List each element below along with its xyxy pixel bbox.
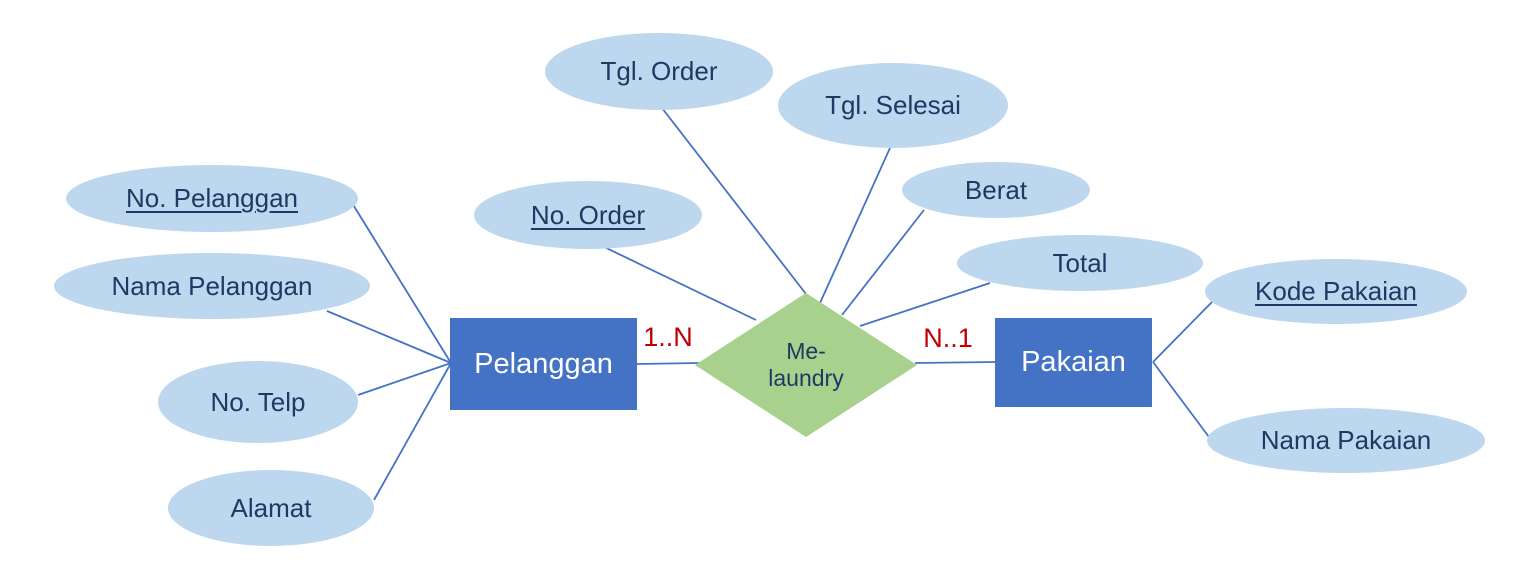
attribute-label: Alamat xyxy=(230,492,312,523)
connector-relationship-pakaian xyxy=(914,361,997,364)
connector-tgl-selesai xyxy=(819,147,891,304)
attribute-tgl-order: Tgl. Order xyxy=(545,33,773,110)
connector-nama-pakaian xyxy=(1152,361,1210,438)
attribute-total: Total xyxy=(957,235,1203,291)
relationship-label-line2: laundry xyxy=(768,365,844,391)
attribute-label: Nama Pelanggan xyxy=(111,270,313,301)
entity-pelanggan: Pelanggan xyxy=(450,318,637,410)
attribute-label: Kode Pakaian xyxy=(1255,276,1417,306)
attribute-berat: Berat xyxy=(902,162,1090,218)
attribute-alamat: Alamat xyxy=(168,470,374,546)
cardinality-pelanggan-side: 1..N xyxy=(643,322,693,352)
entity-pakaian: Pakaian xyxy=(995,318,1152,407)
attribute-label: Tgl. Order xyxy=(600,56,718,86)
attribute-no-order: No. Order xyxy=(474,181,702,249)
entity-label: Pakaian xyxy=(1021,346,1126,378)
attribute-nama-pelanggan: Nama Pelanggan xyxy=(54,253,370,319)
attribute-nama-pakaian: Nama Pakaian xyxy=(1207,408,1485,473)
attribute-label: Nama Pakaian xyxy=(1260,425,1432,455)
relationship-label-line1: Me- xyxy=(786,337,826,364)
connector-no-telp xyxy=(357,362,452,396)
connector-berat xyxy=(841,209,925,316)
attribute-label: Tgl. Selesai xyxy=(825,90,961,120)
attribute-label: No. Telp xyxy=(210,386,306,417)
connector-nama-pelanggan xyxy=(326,310,452,364)
attribute-label: No. Pelanggan xyxy=(125,183,299,213)
cardinality-pakaian-side: N..1 xyxy=(923,323,973,353)
connector-kode-pakaian xyxy=(1152,301,1213,363)
connector-no-pelanggan xyxy=(351,202,452,364)
attribute-label: Berat xyxy=(964,174,1028,205)
connector-tgl-order xyxy=(661,107,807,295)
connector-no-order xyxy=(599,244,757,321)
entity-label: Pelanggan xyxy=(474,347,613,380)
attribute-tgl-selesai: Tgl. Selesai xyxy=(778,63,1008,148)
attribute-no-pelanggan: No. Pelanggan xyxy=(66,165,358,232)
attribute-no-telp: No. Telp xyxy=(158,361,358,443)
attribute-label: Total xyxy=(1052,247,1108,278)
attribute-kode-pakaian: Kode Pakaian xyxy=(1205,259,1467,324)
connector-pelanggan-relationship xyxy=(636,362,701,365)
connector-total xyxy=(859,282,991,327)
connector-alamat xyxy=(373,362,452,501)
attribute-label: No. Order xyxy=(530,199,646,230)
